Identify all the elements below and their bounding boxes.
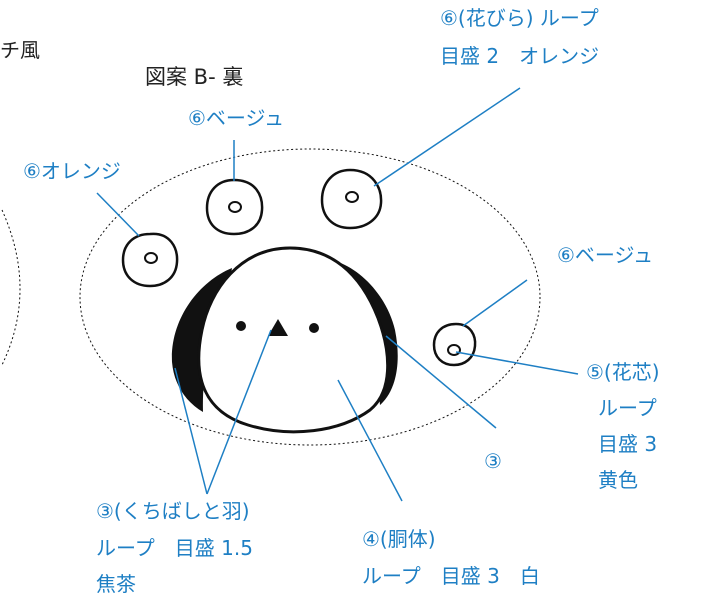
leader-orange-left xyxy=(96,192,140,237)
label-body-line1: ④(胴体) xyxy=(362,527,436,551)
left-eye xyxy=(236,321,246,331)
label-center-line2: ループ xyxy=(598,396,657,420)
leader-petal xyxy=(373,87,521,187)
label-petal-loop-line2: 目盛 2 オレンジ xyxy=(440,44,600,68)
leader-beige-right xyxy=(462,279,528,327)
leader-beak-right xyxy=(174,367,208,495)
label-petal-loop-line1: ⑥(花びら) ループ xyxy=(440,6,599,30)
flower-beige-top xyxy=(205,178,264,236)
leader-beak-left xyxy=(206,329,272,495)
leader-flower-center xyxy=(455,351,579,375)
label-beige-top: ⑥ベージュ xyxy=(188,106,285,130)
label-orange-left: ⑥オレンジ xyxy=(23,159,121,183)
label-center-line1: ⑤(花芯) xyxy=(586,360,660,384)
beak xyxy=(268,319,288,336)
flower-petal-top-right xyxy=(320,168,383,230)
flower-orange-left xyxy=(121,232,179,288)
left-partial-outline xyxy=(1,209,21,366)
partial-left-text: チ風 xyxy=(0,38,40,62)
leader-body xyxy=(337,379,403,502)
label-beige-right: ⑥ベージュ xyxy=(557,243,654,267)
label-body-line2: ループ 目盛 3 白 xyxy=(362,564,540,588)
diagram-title: 図案 B- 裏 xyxy=(145,65,244,89)
label-beak-line2: ループ 目盛 1.5 xyxy=(96,536,253,560)
label-center-line4: 黄色 xyxy=(598,468,638,492)
label-center-line3: 目盛 3 xyxy=(598,432,658,456)
dotted-outline xyxy=(79,148,541,446)
label-beak-line3: 焦茶 xyxy=(96,572,136,596)
flower-beige-right xyxy=(432,322,477,367)
right-eye xyxy=(309,323,319,333)
leader-wing xyxy=(385,335,497,429)
label-wing-marker: ③ xyxy=(484,449,502,473)
label-beak-line1: ③(くちばしと羽) xyxy=(96,499,250,523)
leader-lines xyxy=(96,87,579,502)
